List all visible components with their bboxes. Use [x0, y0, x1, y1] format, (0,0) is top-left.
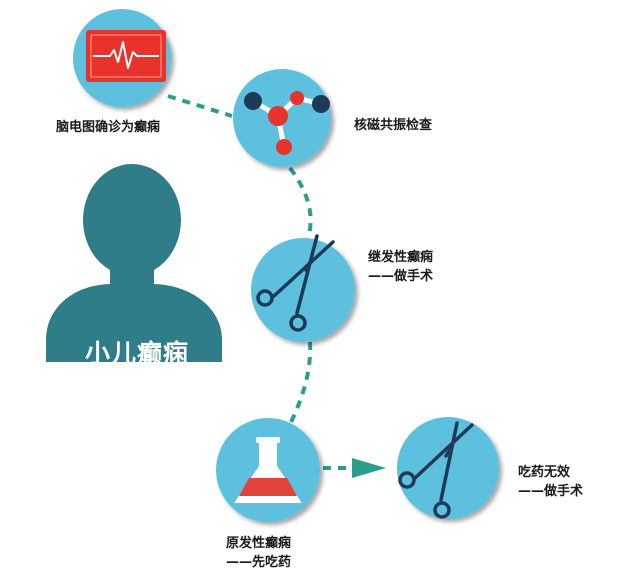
arrow-head-icon: [352, 458, 386, 478]
flask-icon: [234, 437, 302, 503]
surgical-scissors-icon: [256, 234, 335, 332]
primary-label: 原发性癫痫 ——先吃药: [226, 534, 291, 572]
drug-fail-label-line1: 吃药无效: [518, 465, 571, 480]
mri-label: 核磁共振检查: [354, 118, 433, 133]
mri-node: [233, 69, 331, 167]
patient-label: 小儿癫痫: [84, 339, 189, 368]
drug-fail-node: [397, 417, 499, 519]
surgical-scissors-icon: [398, 421, 474, 519]
secondary-label-line1: 继发性癫痫: [368, 250, 434, 265]
drug-fail-label: 吃药无效 ——做手术: [518, 463, 583, 501]
connector-secondary-to-primary: [288, 341, 313, 425]
eeg-node: [73, 9, 171, 107]
molecule-icon: [244, 91, 330, 155]
eeg-label: 脑电图确诊为癫痫: [56, 120, 161, 135]
secondary-label-line2: ——做手术: [368, 269, 434, 284]
secondary-label: 继发性癫痫 ——做手术: [368, 248, 433, 286]
secondary-node: [251, 234, 355, 342]
primary-label-line1: 原发性癫痫: [226, 536, 292, 551]
primary-label-line2: ——先吃药: [226, 555, 292, 570]
eeg-monitor-icon: [86, 30, 166, 82]
patient-silhouette-icon: [46, 164, 222, 362]
primary-node: [216, 418, 320, 522]
drug-fail-label-line2: ——做手术: [518, 484, 584, 499]
connector-mri-to-secondary: [288, 166, 313, 239]
connector-eeg-to-mri: [167, 94, 233, 118]
connector-lines: [167, 94, 352, 470]
